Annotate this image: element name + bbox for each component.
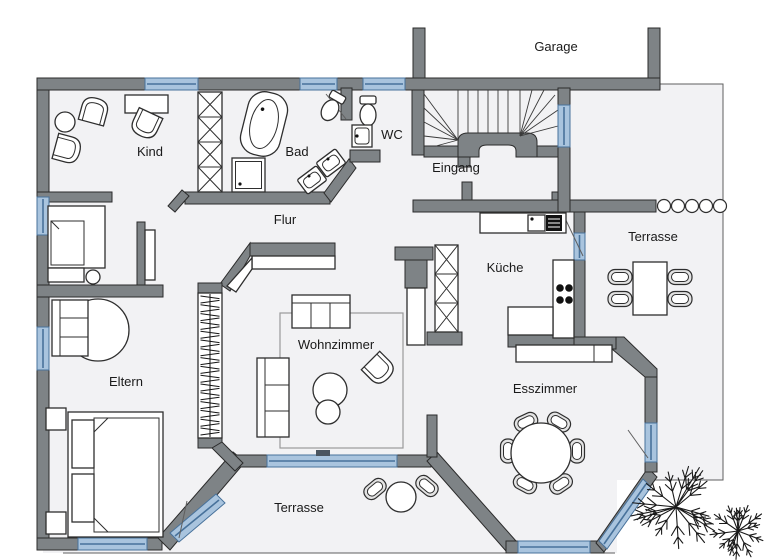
post-row <box>656 198 728 214</box>
wardrobe <box>197 91 223 193</box>
window <box>557 104 571 148</box>
guestroom-furniture <box>47 205 156 285</box>
window <box>266 454 398 468</box>
terrace-table <box>632 261 668 316</box>
room-label-garage: Garage <box>534 39 577 54</box>
terrasse-oben-furniture <box>607 261 693 316</box>
terrace-door <box>169 493 226 543</box>
sofa <box>291 294 351 329</box>
terrace-chair <box>667 290 693 308</box>
sofa <box>256 357 290 438</box>
closet <box>197 292 223 439</box>
window <box>573 232 586 261</box>
room-label-kueche: Küche <box>487 260 524 275</box>
window <box>36 326 50 371</box>
terrasse-unten-furniture <box>360 471 442 513</box>
room-label-kind: Kind <box>137 144 163 159</box>
washbasin <box>316 148 346 178</box>
terrace-chair <box>667 268 693 286</box>
toilet <box>320 89 347 122</box>
window <box>77 537 148 551</box>
room-label-wc: WC <box>381 127 403 142</box>
tree <box>630 465 716 550</box>
loveseat <box>51 299 89 357</box>
side-table <box>54 111 76 133</box>
window <box>299 77 338 91</box>
room-label-wohnzimmer: Wohnzimmer <box>298 337 375 352</box>
kitchen-sink <box>527 214 562 232</box>
room-label-bad: Bad <box>285 144 308 159</box>
stove <box>556 284 573 304</box>
room-label-terrasse-unten: Terrasse <box>274 500 324 515</box>
winder-staircase <box>423 89 559 147</box>
room-labels: Garage Kind Bad WC Eingang Flur Terrasse… <box>109 39 678 515</box>
bistro-table <box>385 481 417 513</box>
window <box>144 77 199 91</box>
single-bed <box>47 205 106 269</box>
bed-foot-bench <box>47 267 85 283</box>
tree <box>709 504 764 560</box>
hall-bench <box>251 255 336 270</box>
dining-chair <box>568 438 586 464</box>
kueche-furniture <box>479 212 575 339</box>
double-bed <box>67 411 164 538</box>
nightstand <box>45 511 67 535</box>
garden-trees <box>630 465 764 560</box>
bath-furniture <box>231 89 377 195</box>
room-label-eltern: Eltern <box>109 374 143 389</box>
terrace-chair <box>607 290 633 308</box>
shelf <box>434 244 459 333</box>
door-element <box>316 450 330 456</box>
dining-table <box>510 422 572 484</box>
bathtub <box>239 91 289 157</box>
window <box>362 77 406 91</box>
sideboard <box>515 344 613 363</box>
window <box>36 196 50 236</box>
washbasin <box>351 124 373 148</box>
room-label-eingang: Eingang <box>432 160 480 175</box>
coffee-table <box>315 399 341 425</box>
esszimmer-furniture <box>499 344 613 498</box>
corner-counter <box>507 306 554 336</box>
washbasin <box>297 165 327 195</box>
window <box>644 422 658 463</box>
room-label-terrasse-oben: Terrasse <box>628 229 678 244</box>
tv-board <box>144 229 156 281</box>
terrace-chair <box>607 268 633 286</box>
wohnzimmer-furniture <box>226 244 459 449</box>
nightstand <box>45 407 67 431</box>
room-label-flur: Flur <box>274 212 297 227</box>
tv-board <box>406 287 426 346</box>
window <box>517 540 591 554</box>
room-label-esszimmer: Esszimmer <box>513 381 578 396</box>
hall-bench <box>226 256 253 293</box>
shower <box>231 157 266 193</box>
toilet <box>359 95 377 127</box>
eltern-furniture <box>45 292 223 538</box>
kind-furniture <box>51 91 223 193</box>
stool <box>85 269 101 285</box>
